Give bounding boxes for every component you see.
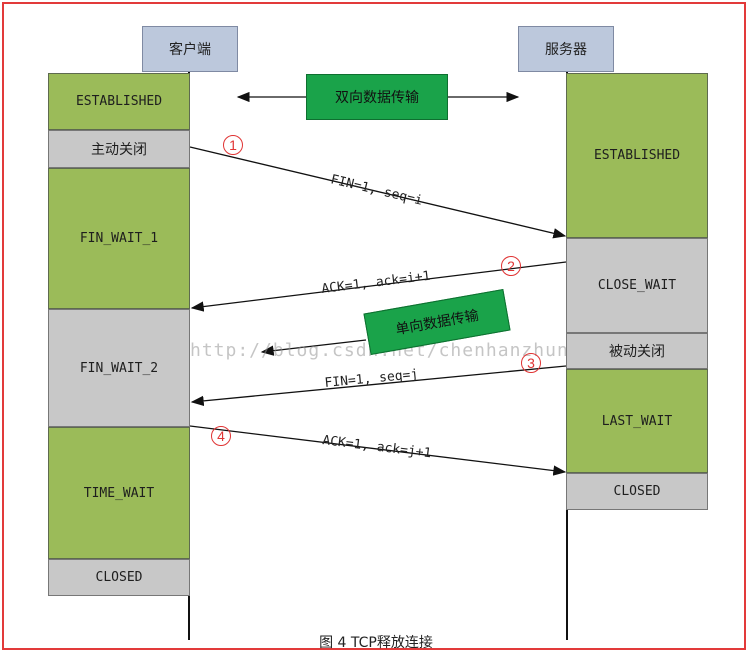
step-marker-1: 1 xyxy=(223,135,243,155)
client-state-closed: CLOSED xyxy=(48,559,190,596)
server-state-last-wait: LAST_WAIT xyxy=(566,369,708,473)
unidirectional-arrow xyxy=(260,339,367,356)
server-state-closed: CLOSED xyxy=(566,473,708,510)
message-label-3: FIN=1, seq=j xyxy=(324,367,419,391)
client-state-active-close: 主动关闭 xyxy=(48,130,190,168)
server-state-established: ESTABLISHED xyxy=(566,73,708,238)
client-state-fin-wait-2: FIN_WAIT_2 xyxy=(48,309,190,427)
bidirectional-transfer-label: 双向数据传输 xyxy=(306,74,448,120)
client-state-fin-wait-1: FIN_WAIT_1 xyxy=(48,168,190,309)
step-marker-2: 2 xyxy=(501,256,521,276)
client-state-time-wait: TIME_WAIT xyxy=(48,427,190,559)
client-state-established: ESTABLISHED xyxy=(48,73,190,130)
message-label-2: ACK=1, ack=i+1 xyxy=(321,269,432,297)
server-state-passive-close: 被动关闭 xyxy=(566,333,708,369)
message-label-4: ACK=1, ack=j+1 xyxy=(322,433,433,461)
server-state-close-wait: CLOSE_WAIT xyxy=(566,238,708,333)
client-header: 客户端 xyxy=(142,26,238,72)
message-arrow-3 xyxy=(190,365,567,407)
step-marker-3: 3 xyxy=(521,353,541,373)
diagram-frame xyxy=(2,2,746,650)
figure-caption: 图 4 TCP释放连接 xyxy=(319,635,433,651)
message-arrow-1 xyxy=(189,146,567,239)
server-header: 服务器 xyxy=(518,26,614,72)
message-label-1: FIN=1, seq=i xyxy=(329,172,424,208)
step-marker-4: 4 xyxy=(211,426,231,446)
message-arrow-4 xyxy=(189,425,567,476)
